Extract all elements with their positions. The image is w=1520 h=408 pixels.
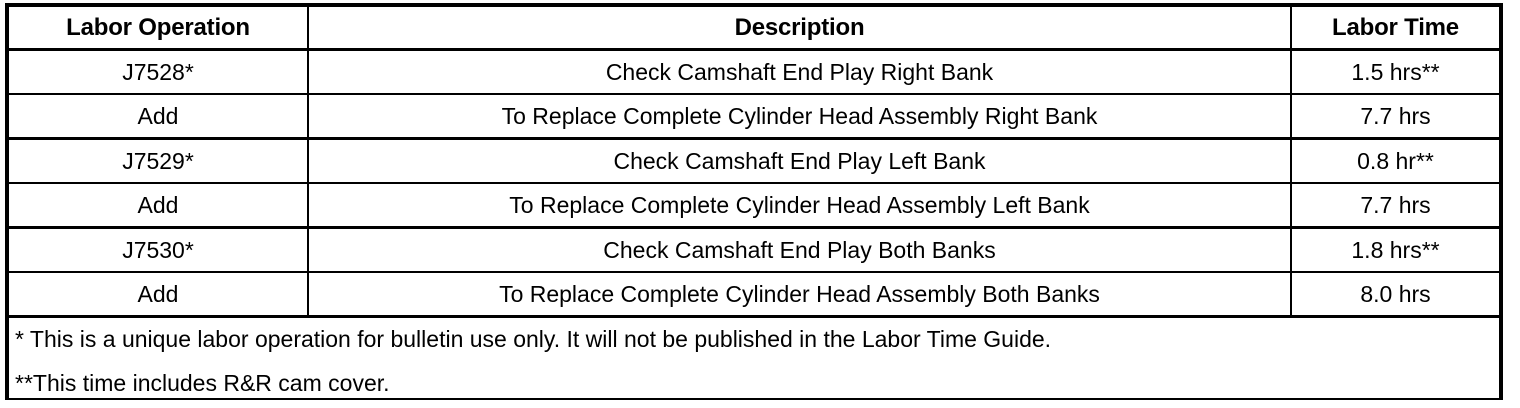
table-body: J7528* Check Camshaft End Play Right Ban… bbox=[9, 49, 1499, 398]
table-row: Add To Replace Complete Cylinder Head As… bbox=[9, 94, 1499, 140]
cell-labor-operation: J7530* bbox=[9, 227, 309, 273]
table-row: J7528* Check Camshaft End Play Right Ban… bbox=[9, 49, 1499, 95]
table-footnotes-row: * This is a unique labor operation for b… bbox=[9, 316, 1499, 398]
cell-labor-operation: Add bbox=[9, 94, 309, 140]
column-header-labor-operation: Labor Operation bbox=[9, 7, 309, 51]
table-header-row: Labor Operation Description Labor Time bbox=[9, 7, 1499, 51]
cell-description: To Replace Complete Cylinder Head Assemb… bbox=[308, 183, 1292, 229]
cell-labor-time: 8.0 hrs bbox=[1291, 272, 1499, 318]
table-header: Labor Operation Description Labor Time bbox=[9, 7, 1499, 51]
footnotes-cell: * This is a unique labor operation for b… bbox=[9, 316, 1499, 398]
table-row: J7530* Check Camshaft End Play Both Bank… bbox=[9, 227, 1499, 273]
table-row: Add To Replace Complete Cylinder Head As… bbox=[9, 183, 1499, 229]
cell-description: Check Camshaft End Play Left Bank bbox=[308, 138, 1292, 184]
cell-labor-time: 7.7 hrs bbox=[1291, 94, 1499, 140]
cell-labor-operation: Add bbox=[9, 272, 309, 318]
cell-description: Check Camshaft End Play Both Banks bbox=[308, 227, 1292, 273]
cell-labor-operation: Add bbox=[9, 183, 309, 229]
table-row: J7529* Check Camshaft End Play Left Bank… bbox=[9, 138, 1499, 184]
cell-labor-operation: J7529* bbox=[9, 138, 309, 184]
cell-labor-time: 1.5 hrs** bbox=[1291, 49, 1499, 95]
cell-labor-time: 1.8 hrs** bbox=[1291, 227, 1499, 273]
cell-description: Check Camshaft End Play Right Bank bbox=[308, 49, 1292, 95]
labor-table-grid: Labor Operation Description Labor Time J… bbox=[9, 7, 1499, 398]
footnote-double-asterisk: **This time includes R&R cam cover. bbox=[15, 370, 390, 396]
footnote-spacer bbox=[15, 354, 1499, 368]
cell-labor-time: 7.7 hrs bbox=[1291, 183, 1499, 229]
column-header-description: Description bbox=[308, 7, 1292, 51]
cell-labor-time: 0.8 hr** bbox=[1291, 138, 1499, 184]
cell-description: To Replace Complete Cylinder Head Assemb… bbox=[308, 272, 1292, 318]
cell-description: To Replace Complete Cylinder Head Assemb… bbox=[308, 94, 1292, 140]
labor-operation-table: Labor Operation Description Labor Time J… bbox=[5, 3, 1503, 400]
table-row: Add To Replace Complete Cylinder Head As… bbox=[9, 272, 1499, 318]
cell-labor-operation: J7528* bbox=[9, 49, 309, 95]
column-header-labor-time: Labor Time bbox=[1291, 7, 1499, 51]
footnote-single-asterisk: * This is a unique labor operation for b… bbox=[15, 326, 1052, 352]
